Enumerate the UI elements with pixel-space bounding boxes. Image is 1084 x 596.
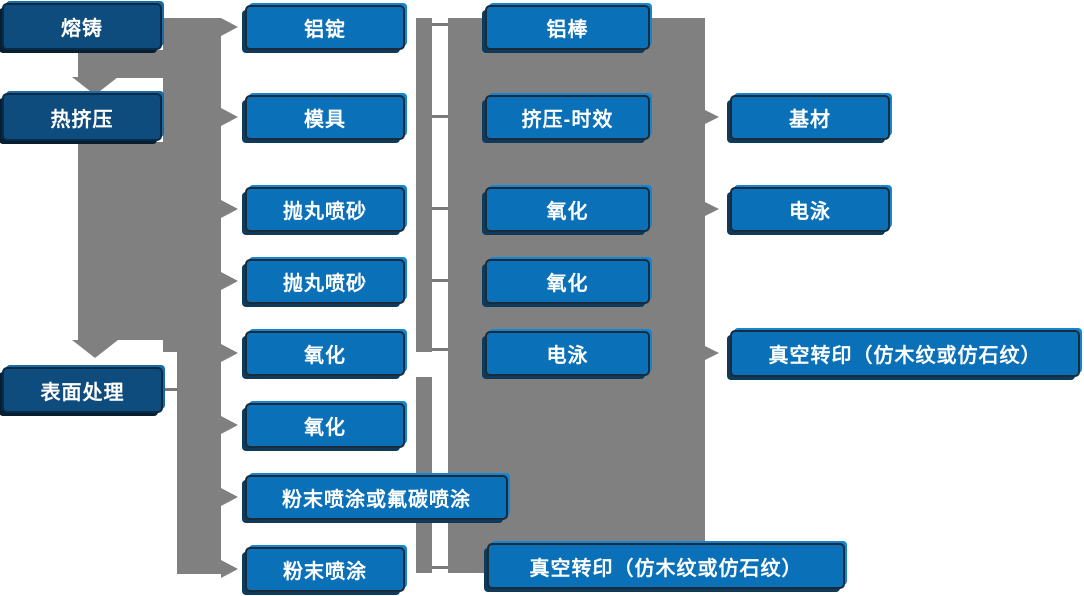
connector-tick-row4: [432, 279, 448, 282]
node-label: 电泳: [546, 345, 589, 367]
node-label: 粉末喷涂: [283, 561, 367, 583]
node-oxidation-1: 氧化: [245, 331, 405, 376]
connector-mid-bar-upper: [416, 18, 432, 352]
node-powder-or-fluorocarbon-coating: 粉末喷涂或氟碳喷涂: [245, 475, 508, 520]
connector-tick-row5: [432, 348, 448, 351]
node-label: 铝棒: [546, 19, 589, 41]
node-label: 热挤压: [50, 108, 114, 131]
node-label: 熔铸: [61, 18, 103, 40]
node-label: 挤压-时效: [521, 109, 614, 131]
node-surface-treatment: 表面处理: [2, 367, 163, 413]
node-label: 抛丸喷砂: [283, 201, 367, 223]
arrow-right-to-electrophoresis-icon: [703, 201, 719, 217]
node-aluminum-ingot: 铝锭: [245, 5, 405, 50]
node-melting-casting: 熔铸: [2, 3, 162, 50]
node-label: 表面处理: [40, 381, 125, 404]
node-label: 电泳: [789, 201, 831, 223]
node-electrophoresis-1: 电泳: [485, 331, 650, 376]
node-vacuum-transfer-print-bottom: 真空转印（仿木纹或仿石纹）: [487, 543, 845, 589]
node-shot-blasting-1: 抛丸喷砂: [245, 187, 405, 232]
node-powder-coating: 粉末喷涂: [245, 547, 405, 592]
arrow-down-extrusion-to-surface-icon: [72, 340, 118, 358]
connector-surface-treatment-line: [163, 388, 179, 391]
node-label: 真空转印（仿木纹或仿石纹）: [768, 345, 1042, 367]
arrow-right-to-aluminum-ingot-icon: [221, 18, 238, 36]
connector-tick-row8: [432, 566, 448, 569]
node-label: 粉末喷涂或氟碳喷涂: [282, 489, 471, 511]
connector-left-band-mid: [78, 142, 221, 340]
node-oxidation-4: 氧化: [485, 259, 650, 304]
arrow-right-to-shot-blasting-1-icon: [221, 200, 238, 218]
node-label: 氧化: [304, 345, 346, 367]
node-label: 抛丸喷砂: [283, 273, 367, 295]
node-electrophoresis-2: 电泳: [730, 187, 890, 232]
arrow-right-to-powder-coating-icon: [221, 560, 238, 578]
connector-tick-row2: [432, 115, 448, 118]
node-shot-blasting-2: 抛丸喷砂: [245, 259, 405, 304]
arrow-right-to-powder-fluorocarbon-icon: [221, 488, 238, 506]
node-label: 铝锭: [304, 19, 346, 41]
connector-left-band-lower: [177, 352, 221, 574]
node-mold: 模具: [245, 95, 405, 140]
node-label: 模具: [304, 109, 346, 131]
arrow-right-to-base-material-icon: [703, 109, 719, 125]
connector-tick-row1: [432, 23, 448, 26]
node-label: 基材: [789, 109, 831, 131]
node-oxidation-3: 氧化: [485, 187, 650, 232]
node-label: 氧化: [304, 417, 346, 439]
arrow-right-to-mold-icon: [221, 108, 238, 126]
node-aluminum-rod: 铝棒: [485, 5, 650, 50]
node-oxidation-2: 氧化: [245, 403, 405, 448]
connector-tick-row3: [432, 207, 448, 210]
arrow-right-to-vacuum-transfer-icon: [703, 345, 719, 361]
arrow-right-to-shot-blasting-2-icon: [221, 272, 238, 290]
node-extrusion-aging: 挤压-时效: [485, 95, 650, 140]
arrow-down-melting-to-extrusion-icon: [72, 77, 118, 95]
arrow-right-to-oxidation-2-icon: [221, 416, 238, 434]
node-vacuum-transfer-print-right: 真空转印（仿木纹或仿石纹）: [730, 330, 1080, 377]
arrow-right-to-oxidation-1-icon: [221, 344, 238, 362]
node-base-material: 基材: [730, 95, 890, 140]
node-hot-extrusion: 热挤压: [2, 93, 162, 141]
node-label: 氧化: [546, 201, 589, 223]
node-label: 氧化: [546, 273, 589, 295]
node-label: 真空转印（仿木纹或仿石纹）: [529, 557, 803, 580]
